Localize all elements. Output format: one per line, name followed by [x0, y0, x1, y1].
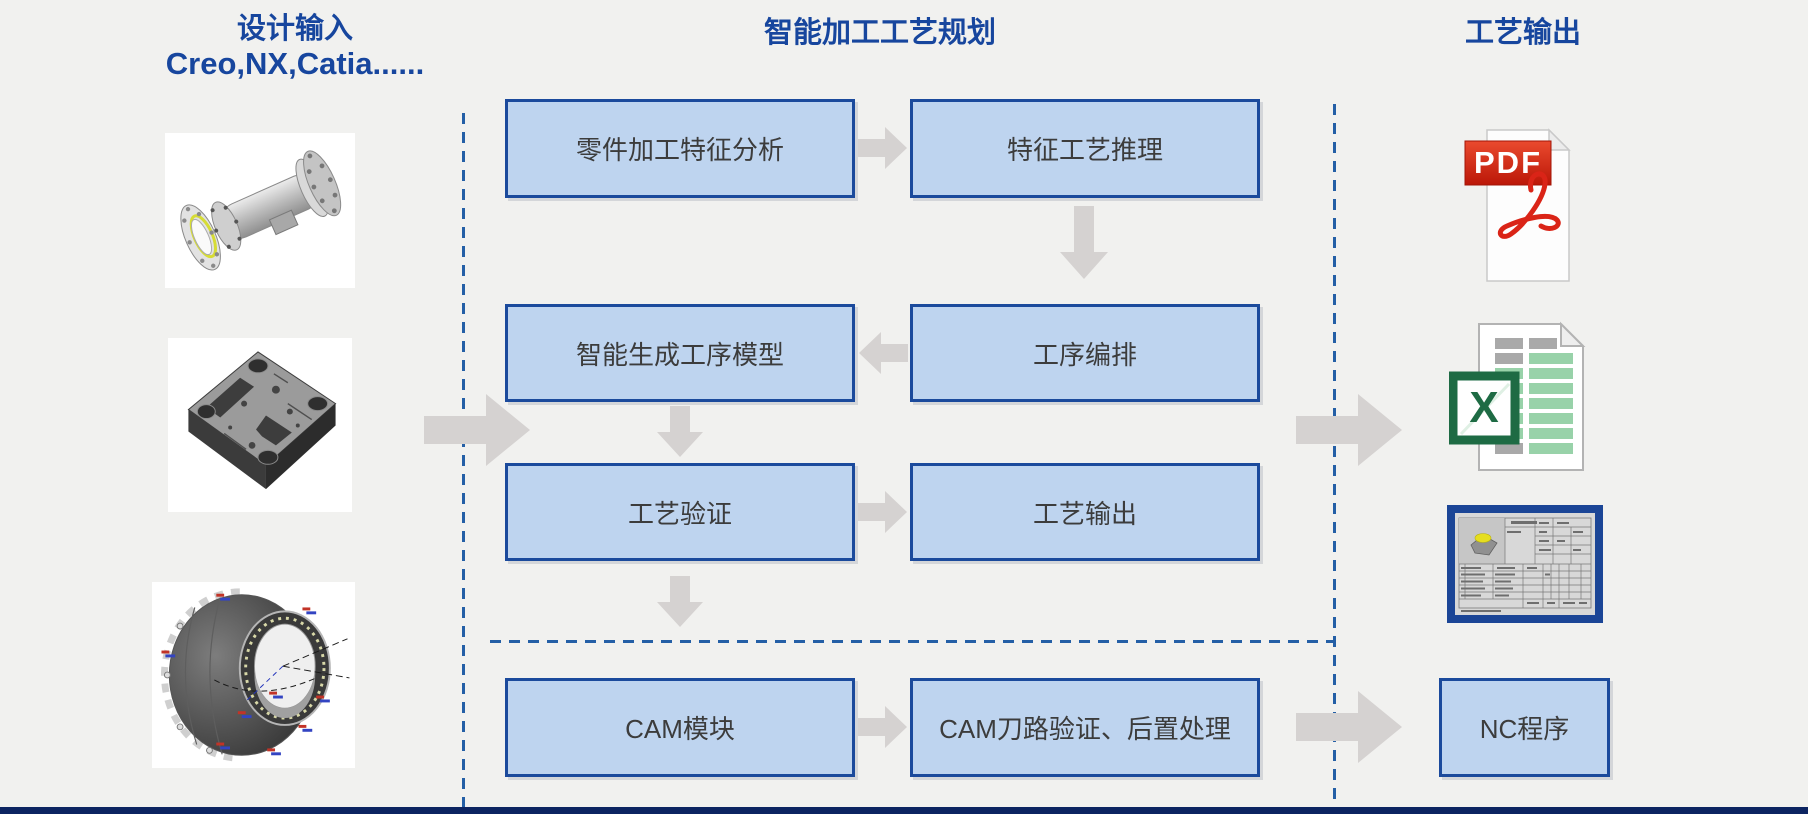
process-output-title: 工艺输出 [1464, 17, 1581, 49]
mold-plate-image [168, 338, 352, 512]
pdf-badge-label: PDF [1474, 145, 1542, 180]
arrow-down-icon [657, 406, 703, 457]
flow-node-cam-module: CAM模块 [505, 678, 855, 777]
divider-dashed-right [1333, 104, 1336, 804]
process-card-text-lines [1461, 521, 1587, 612]
engine-casing-illustration [161, 588, 350, 762]
flow-node-feature-process-reasoning: 特征工艺推理 [910, 99, 1260, 198]
mold-plate-illustration [187, 351, 337, 490]
process-card-thumbnail [1447, 505, 1603, 623]
flow-node-generate-operation-model: 智能生成工序模型 [505, 304, 855, 402]
flow-node-cam-toolpath-postprocess: CAM刀路验证、后置处理 [910, 678, 1260, 777]
shaft-model-illustration [180, 150, 342, 271]
process-card-illustration [1447, 505, 1603, 623]
footer-accent-bar [0, 807, 1808, 814]
excel-file-icon: X [1448, 318, 1599, 478]
design-input-title: 设计输入 [236, 13, 353, 45]
arrow-right-icon [858, 706, 907, 748]
arrow-down-icon [657, 576, 703, 627]
annotation-markers [161, 593, 330, 756]
shaft-assembly [180, 150, 342, 271]
design-input-title-block: 设计输入 Creo,NX,Catia...... [130, 12, 460, 83]
flow-node-process-verification: 工艺验证 [505, 463, 855, 561]
shaft-model-image [165, 133, 355, 288]
arrow-right-icon [858, 491, 907, 533]
flow-node-feature-analysis: 零件加工特征分析 [505, 99, 855, 198]
excel-page-illustration [1448, 321, 1586, 471]
arrow-right-icon [858, 127, 907, 169]
excel-logo-letter: X [1469, 383, 1499, 432]
arrow-down-icon [1060, 206, 1108, 279]
flow-node-process-output: 工艺输出 [910, 463, 1260, 561]
design-input-subtitle: Creo,NX,Catia...... [165, 46, 425, 82]
pdf-file-icon: PDF [1445, 128, 1605, 288]
arrow-right-big-icon [1296, 691, 1402, 763]
divider-dashed-left [462, 113, 465, 810]
arrow-left-icon [859, 332, 908, 374]
arrow-right-big-icon [424, 394, 530, 466]
engine-casing-image [152, 582, 355, 768]
flow-node-nc-program: NC程序 [1439, 678, 1610, 777]
pdf-page-illustration [1464, 128, 1571, 282]
divider-dashed-horizontal [490, 640, 1335, 643]
arrow-right-big-icon [1296, 394, 1402, 466]
process-planning-title: 智能加工工艺规划 [763, 17, 996, 49]
flow-node-operation-sequencing: 工序编排 [910, 304, 1260, 402]
